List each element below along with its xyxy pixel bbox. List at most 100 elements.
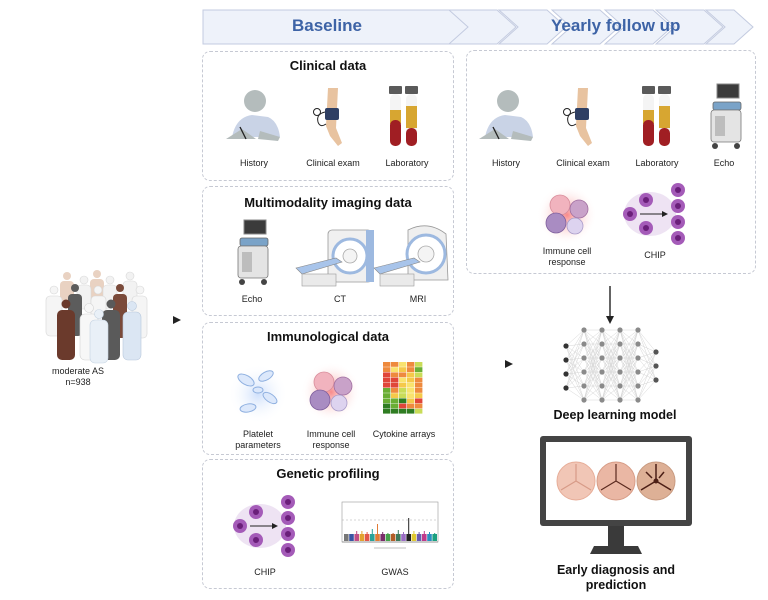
aortic-valve-severe-icon bbox=[636, 461, 676, 501]
patient-writing-icon bbox=[226, 90, 280, 141]
nn-edge bbox=[619, 329, 639, 359]
chip-cell-nucleus bbox=[237, 523, 243, 529]
blood-tubes-icon bbox=[642, 86, 671, 146]
manhattan-chromosome bbox=[344, 534, 349, 541]
chip-cell-nucleus bbox=[643, 225, 649, 231]
heatmap-cell bbox=[391, 382, 399, 388]
heatmap-cell bbox=[399, 382, 407, 388]
manhattan-chromosome bbox=[380, 534, 385, 541]
nn-edge bbox=[601, 329, 621, 359]
chip-cell-nucleus bbox=[675, 235, 681, 241]
followup-phase-label: Yearly follow up bbox=[551, 16, 681, 35]
mri-scanner-icon bbox=[373, 225, 449, 287]
nn-node bbox=[653, 363, 659, 369]
nn-node bbox=[581, 341, 587, 347]
heatmap-cell bbox=[415, 367, 423, 372]
chip-cell-nucleus bbox=[285, 531, 291, 537]
nn-node bbox=[617, 397, 623, 403]
followup-immune-cell-label-line1: Immune cell bbox=[542, 246, 592, 256]
manhattan-chromosome bbox=[385, 534, 391, 541]
heatmap-cell bbox=[391, 398, 399, 404]
manhattan-chromosome bbox=[354, 534, 359, 541]
timeline-chevrons bbox=[202, 9, 754, 45]
nn-edge bbox=[565, 329, 585, 389]
nn-node bbox=[563, 343, 569, 349]
heatmap-cell bbox=[383, 388, 391, 393]
heatmap-cell bbox=[391, 388, 399, 393]
manhattan-chromosome bbox=[364, 534, 370, 541]
followup-laboratory-label: Laboratory bbox=[635, 158, 679, 168]
chip-cell-nucleus bbox=[675, 219, 681, 225]
heatmap-cell bbox=[383, 362, 391, 367]
nn-edge bbox=[565, 329, 585, 375]
nn-edge bbox=[583, 329, 603, 359]
nn-edge bbox=[565, 371, 585, 389]
manhattan-chromosome bbox=[416, 534, 422, 541]
heatmap-cell bbox=[415, 408, 423, 414]
manhattan-chromosome bbox=[411, 534, 417, 541]
monitor-aortic-valves-icon bbox=[540, 436, 692, 554]
chip-arrowhead bbox=[662, 211, 668, 217]
heatmap-cell bbox=[415, 398, 423, 404]
chip-cell-nucleus bbox=[285, 499, 291, 505]
nn-edge bbox=[619, 371, 639, 401]
aortic-valve-normal-icon bbox=[556, 461, 596, 501]
nn-edge bbox=[601, 357, 621, 401]
platelet-label-line2: parameters bbox=[235, 440, 281, 450]
nn-edge bbox=[583, 371, 603, 401]
nn-node bbox=[617, 355, 623, 361]
manhattan-chromosome bbox=[422, 534, 427, 541]
nn-edge bbox=[565, 343, 585, 389]
blood-pressure-cuff-icon bbox=[313, 88, 342, 146]
nn-edge bbox=[583, 385, 603, 401]
nn-edge bbox=[619, 329, 639, 401]
nn-edge bbox=[583, 357, 603, 401]
nn-edge bbox=[565, 357, 585, 389]
heatmap-cell bbox=[407, 403, 415, 409]
immune-cells-icon bbox=[537, 185, 597, 245]
gwas-label: GWAS bbox=[381, 567, 409, 577]
heatmap-cell bbox=[391, 377, 399, 383]
nn-node bbox=[563, 385, 569, 391]
nn-edge bbox=[619, 329, 639, 345]
heatmap-cell bbox=[407, 362, 415, 367]
nn-node bbox=[635, 355, 641, 361]
baseline-phase-label: Baseline bbox=[292, 16, 362, 35]
nn-node bbox=[599, 383, 605, 389]
chip-cell-nucleus bbox=[253, 537, 259, 543]
heatmap-cell bbox=[391, 393, 399, 398]
nn-edge bbox=[601, 329, 621, 401]
ct-scanner-icon bbox=[295, 229, 374, 287]
nn-edge bbox=[637, 351, 657, 387]
nn-node bbox=[635, 383, 641, 389]
nn-edge bbox=[583, 329, 603, 401]
heatmap-cell bbox=[399, 398, 407, 404]
deep-learning-model-label: Deep learning model bbox=[553, 408, 677, 422]
manhattan-chromosome bbox=[406, 534, 411, 541]
platelets-icon bbox=[228, 364, 288, 424]
nn-edge bbox=[637, 351, 657, 401]
nn-edge bbox=[601, 371, 621, 401]
followup-immune-cell-label-line2: response bbox=[548, 257, 586, 267]
heatmap-cell bbox=[383, 398, 391, 404]
nn-node bbox=[599, 397, 605, 403]
chip-cell-nucleus bbox=[643, 197, 649, 203]
clinical-data-title: Clinical data bbox=[289, 58, 367, 73]
baseline-to-model-arrow bbox=[476, 360, 513, 368]
manhattan-chromosome bbox=[401, 534, 406, 541]
nn-edge bbox=[637, 329, 657, 353]
immune-cells-icon bbox=[301, 362, 361, 422]
heatmap-cell bbox=[383, 408, 391, 414]
nn-node bbox=[599, 341, 605, 347]
heatmap-cell bbox=[407, 393, 415, 398]
nn-edge bbox=[565, 329, 585, 347]
heatmap-cell bbox=[383, 377, 391, 383]
heatmap-cell bbox=[399, 367, 407, 372]
heatmap-cell bbox=[399, 408, 407, 414]
chip-cell-nucleus bbox=[253, 509, 259, 515]
nn-edge bbox=[601, 385, 621, 401]
heatmap-cell bbox=[415, 403, 423, 409]
heatmap-cell bbox=[391, 362, 399, 367]
nn-edge bbox=[583, 329, 603, 387]
followup-chip-label: CHIP bbox=[644, 250, 666, 260]
